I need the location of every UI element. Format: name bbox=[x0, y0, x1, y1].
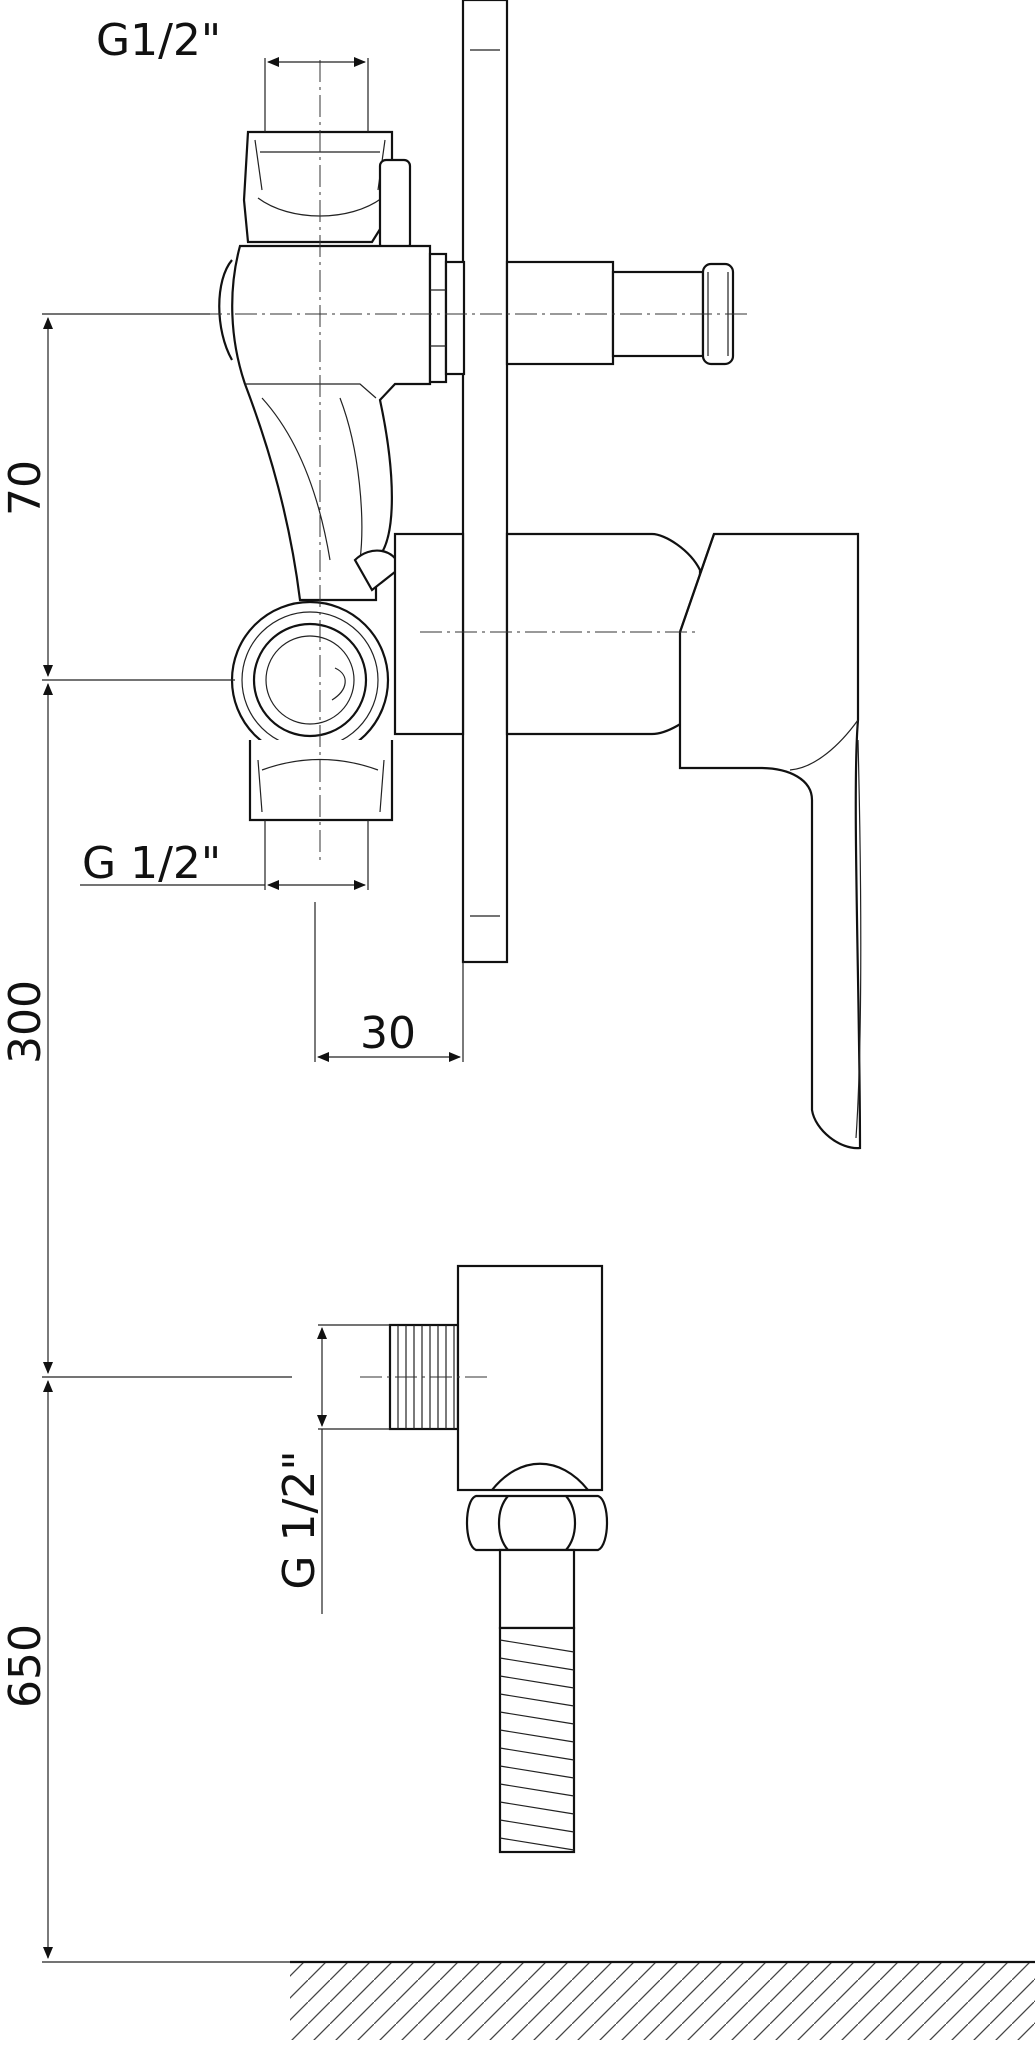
dim-label-inlet-spacing: 70 bbox=[0, 460, 51, 516]
diverter-knob bbox=[505, 260, 735, 366]
dim-label-outlet-thread: G 1/2" bbox=[274, 1450, 325, 1589]
dim-label-outlet-height: 650 bbox=[0, 1624, 51, 1708]
mixer-body bbox=[218, 130, 466, 822]
dim-label-top-inlet: G1/2" bbox=[96, 15, 221, 66]
dim-label-depth: 30 bbox=[360, 1008, 416, 1059]
dimension-top-inlet: G1/2" bbox=[96, 15, 369, 132]
dimension-bottom-inlet: G 1/2" bbox=[80, 820, 369, 890]
dim-label-bottom-inlet: G 1/2" bbox=[82, 838, 221, 889]
dimension-vertical-chain: 70 300 650 bbox=[0, 313, 292, 1963]
wall-flange bbox=[461, 0, 509, 964]
floor bbox=[290, 1960, 1035, 2040]
dim-label-mixer-to-outlet: 300 bbox=[0, 980, 51, 1064]
dimension-depth: 30 bbox=[314, 902, 464, 1062]
lever-handle bbox=[393, 532, 862, 1150]
shower-outlet bbox=[388, 1264, 608, 1854]
center-lines bbox=[200, 60, 750, 1378]
dimension-outlet-thread: G 1/2" bbox=[274, 1324, 390, 1614]
